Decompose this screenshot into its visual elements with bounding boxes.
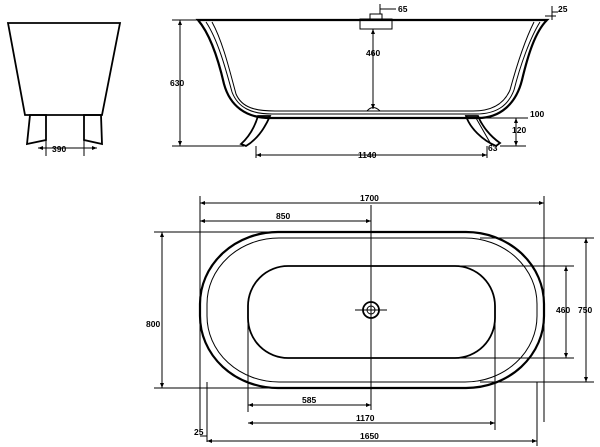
side-view-base-width-label: 390 [52, 144, 66, 154]
top-view-basin-width-dimension: 460 [430, 265, 574, 359]
front-view-feet-size-dimension: 63 [475, 117, 498, 153]
top-view-inner-rim [206, 237, 538, 383]
front-view-feet-span-label: 1140 [358, 150, 377, 160]
top-view-rim-inset-dimension: 25 [194, 382, 208, 442]
top-view-outer-length-label: 1650 [360, 431, 379, 441]
top-view-overall-length-dimension: 1700 [199, 193, 545, 432]
front-view-feet-height-label: 120 [512, 125, 526, 135]
front-view-depth-label: 460 [366, 48, 380, 58]
side-view-base-dimension: 390 [38, 140, 97, 156]
top-view-basin-width-label: 460 [556, 305, 570, 315]
top-view-rim-inset-label: 25 [194, 427, 204, 437]
top-view-basin-length-label: 1170 [356, 413, 375, 423]
side-view-left-leg [25, 114, 47, 146]
side-view: 390 [6, 22, 122, 156]
front-view-feet-size-label: 63 [488, 143, 498, 153]
top-view-drain-position-dimension: 850 [200, 211, 371, 223]
front-view-rim-thickness-label: 25 [558, 4, 568, 14]
front-view-left-foot [239, 115, 272, 148]
top-view-basin-length-dimension: 1170 [248, 312, 496, 430]
front-view-feet-offset-dimension: 100 [478, 109, 544, 119]
top-view-drain-from-basin-label: 585 [302, 395, 316, 405]
front-view-height-dimension: 630 [170, 19, 244, 147]
top-view-overall-width-label: 800 [146, 319, 160, 329]
front-view-feet-offset-label: 100 [530, 109, 544, 119]
top-view-drain-position-label: 850 [276, 211, 290, 221]
top-view-overall-length-label: 1700 [360, 193, 379, 203]
front-view-feet-height-dimension: 120 [500, 118, 526, 147]
front-view: 630 460 65 25 100 120 [170, 4, 568, 160]
top-view-overall-width-dimension: 800 [146, 231, 370, 389]
front-view-rim-offset-dimension: 65 [379, 4, 408, 14]
front-view-rim-thickness-dimension: 25 [545, 4, 568, 20]
front-view-feet-span-dimension: 1140 [255, 146, 488, 160]
front-view-rim-offset-label: 65 [398, 4, 408, 14]
top-view: 1700 850 800 460 750 [146, 193, 594, 446]
front-view-tub-inner-profile [205, 21, 541, 115]
front-view-overflow-cap [369, 13, 383, 21]
top-view-drain-from-basin-dimension: 585 [247, 312, 371, 412]
side-view-right-leg [83, 114, 103, 146]
front-view-right-foot [464, 115, 502, 148]
top-view-outer-width-label: 750 [578, 305, 592, 315]
front-view-height-label: 630 [170, 78, 184, 88]
top-view-outer-length-dimension: 1650 [207, 382, 538, 446]
front-view-tub-inner-shell [211, 21, 535, 112]
side-view-tub-outline [6, 22, 122, 116]
front-view-overflow-fitting [359, 18, 393, 30]
